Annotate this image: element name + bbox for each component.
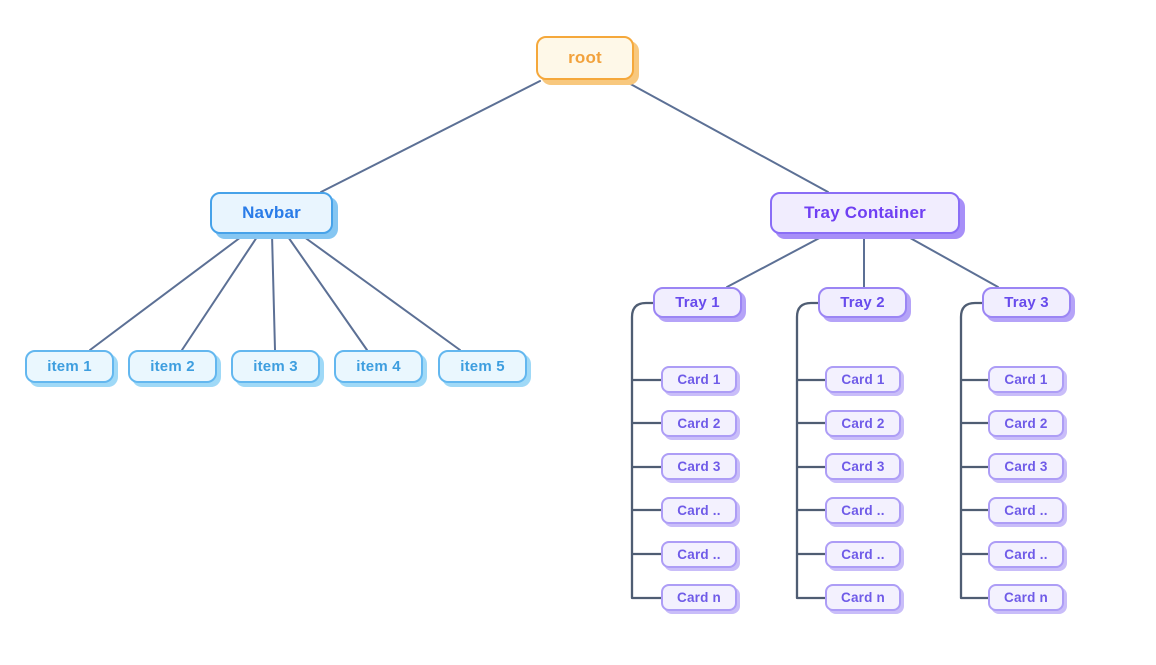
node-item-4: item 4 <box>334 350 423 383</box>
node-tray1-card-n: Card n <box>661 584 737 611</box>
node-tray1-card-dots-1: Card .. <box>661 497 737 524</box>
trunk-tray2 <box>795 301 825 600</box>
edge-root-tray-container <box>624 80 829 193</box>
node-tray1-card-dots-2: Card .. <box>661 541 737 568</box>
edge-navbar-item3 <box>271 233 276 351</box>
node-tray2-card-dots-2: Card .. <box>825 541 901 568</box>
node-tray2-card-dots-1: Card .. <box>825 497 901 524</box>
edge-navbar-item5 <box>299 233 461 351</box>
node-item-1: item 1 <box>25 350 114 383</box>
node-tray3-card-dots-1: Card .. <box>988 497 1064 524</box>
edge-root-navbar <box>320 80 541 193</box>
edge-tc-tray1 <box>726 233 828 288</box>
node-navbar: Navbar <box>210 192 333 234</box>
node-tray3-card-n: Card n <box>988 584 1064 611</box>
node-tray-container: Tray Container <box>770 192 960 234</box>
node-tray2-card-3: Card 3 <box>825 453 901 480</box>
node-tray3-card-dots-2: Card .. <box>988 541 1064 568</box>
node-tray-2: Tray 2 <box>818 287 907 318</box>
node-tray3-card-2: Card 2 <box>988 410 1064 437</box>
node-tray1-card-3: Card 3 <box>661 453 737 480</box>
trunk-tray3 <box>959 301 988 600</box>
edge-tc-tray3 <box>902 233 999 288</box>
edge-navbar-item2 <box>181 233 260 351</box>
node-tray3-card-3: Card 3 <box>988 453 1064 480</box>
node-item-2: item 2 <box>128 350 217 383</box>
node-item-3: item 3 <box>231 350 320 383</box>
node-tray-3: Tray 3 <box>982 287 1071 318</box>
node-tray2-card-2: Card 2 <box>825 410 901 437</box>
edge-navbar-item4 <box>285 233 368 351</box>
node-root: root <box>536 36 634 80</box>
node-tray2-card-1: Card 1 <box>825 366 901 393</box>
edge-navbar-item1 <box>89 233 246 351</box>
node-tray-1: Tray 1 <box>653 287 742 318</box>
node-tray1-card-2: Card 2 <box>661 410 737 437</box>
node-tray1-card-1: Card 1 <box>661 366 737 393</box>
node-item-5: item 5 <box>438 350 527 383</box>
trunk-tray1 <box>630 301 661 600</box>
node-tray2-card-n: Card n <box>825 584 901 611</box>
node-tray3-card-1: Card 1 <box>988 366 1064 393</box>
